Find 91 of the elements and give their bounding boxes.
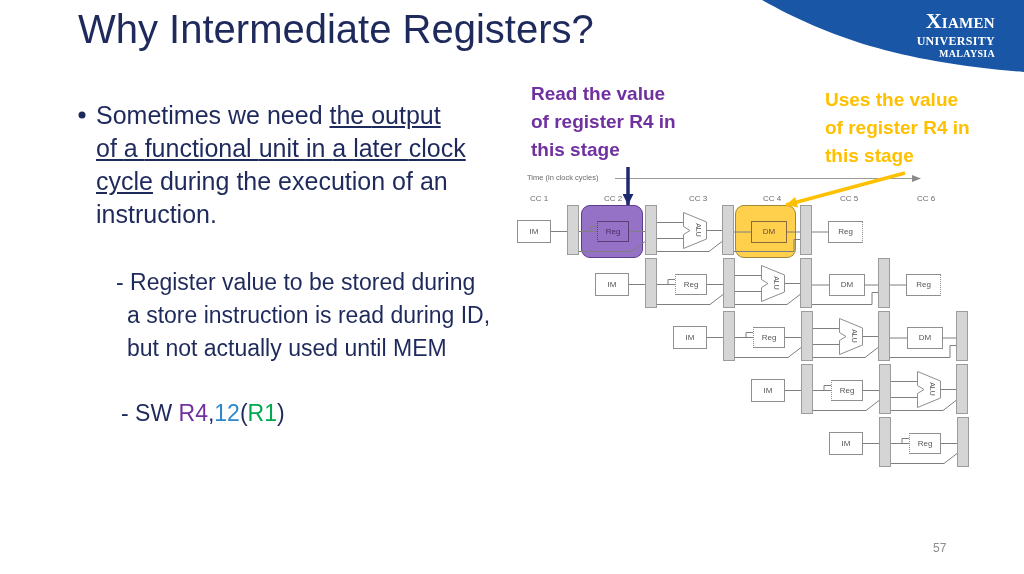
wire (864, 284, 879, 286)
code-text: - SW R4,12(R1) (121, 399, 285, 428)
pipeline-register-bar (878, 311, 890, 361)
register-file-box: Reg (906, 274, 941, 296)
memory-box: IM (673, 326, 707, 349)
register-file-box: Reg (909, 433, 941, 454)
register-file-box: Reg (753, 327, 785, 348)
pipeline-register-bar (801, 311, 813, 361)
pipeline-register-bar (956, 311, 968, 361)
pipeline-register-bar (722, 205, 734, 255)
bullet-text: Sometimes we need the output of a functional unit in a later clock cycle during the execution of an instruction. (96, 100, 466, 230)
callout-text: Uses the value of register R4 in this stage (825, 86, 970, 170)
pipeline-register-bar (800, 258, 812, 308)
highlight-box (735, 205, 796, 258)
clock-cycle-label: CC 4 (762, 194, 782, 204)
wire (890, 400, 957, 411)
wire (940, 389, 957, 390)
pipeline-register-bar (645, 258, 657, 308)
slide-title: Why Intermediate Registers? (78, 6, 594, 53)
page-number: 57 (933, 541, 947, 556)
wire (706, 284, 724, 285)
pipeline-register-bar (567, 205, 579, 255)
register-file-box: Reg (831, 380, 863, 401)
pipeline-register-bar (723, 311, 735, 361)
wire (550, 231, 568, 232)
wire (940, 443, 958, 444)
wire (706, 230, 723, 231)
memory-box: DM (829, 274, 865, 296)
memory-box: IM (751, 379, 785, 402)
wire (656, 222, 684, 239)
wire (578, 241, 646, 252)
pipeline-register-bar (878, 258, 890, 308)
wire (656, 241, 723, 252)
wire (889, 284, 907, 286)
pipeline-register-bar (879, 364, 891, 414)
memory-box: IM (829, 432, 863, 455)
memory-box: IM (517, 220, 551, 243)
wire (811, 231, 829, 233)
highlight-box (581, 205, 643, 258)
wire (578, 226, 598, 232)
wire (862, 390, 880, 391)
wire (862, 336, 879, 337)
wire (784, 337, 802, 338)
pipeline-register-bar (723, 258, 735, 308)
clock-cycle-label: CC 1 (529, 194, 549, 204)
pipeline-register-bar (800, 205, 812, 255)
wire (786, 231, 801, 233)
wire (734, 275, 762, 292)
callout-text: Read the value of register R4 in this stage (531, 80, 676, 164)
wire (890, 453, 958, 464)
wire (628, 284, 646, 285)
wire (889, 345, 957, 358)
arrow (785, 171, 906, 208)
wire (706, 337, 724, 338)
arrow (622, 167, 634, 205)
wire (812, 385, 832, 391)
memory-box: IM (595, 273, 629, 296)
wire (734, 332, 754, 338)
wire (812, 347, 879, 358)
memory-box: DM (751, 221, 787, 243)
register-file-box: Reg (675, 274, 707, 295)
pipeline-register-bar (879, 417, 891, 467)
wire (734, 294, 801, 305)
university-name: XIAMEN UNIVERSITY MALAYSIA (916, 10, 995, 60)
clock-cycle-label: CC 3 (688, 194, 708, 204)
register-file-box: Reg (828, 221, 863, 243)
wire (784, 283, 801, 284)
pipeline-register-bar (645, 205, 657, 255)
wire (889, 337, 908, 339)
wire (628, 231, 646, 232)
clock-cycle-label: CC 2 (603, 194, 623, 204)
wire (812, 400, 880, 411)
clock-cycle-label: CC 6 (916, 194, 936, 204)
pipeline-register-bar (956, 364, 968, 414)
wire (862, 443, 880, 444)
wire (890, 438, 910, 444)
clock-cycle-label: CC 5 (839, 194, 859, 204)
wire (890, 381, 918, 398)
register-file-box: Reg (597, 221, 629, 242)
pipeline-register-bar (957, 417, 969, 467)
wire (734, 347, 802, 358)
memory-box: DM (907, 327, 943, 349)
wire (811, 284, 830, 286)
sub-point-text: - Register value to be stored during a store instruction is read during ID, but not actually used until MEM (116, 268, 491, 363)
wire (812, 328, 840, 345)
wire (811, 292, 879, 305)
wire (656, 294, 724, 305)
wire (942, 337, 957, 339)
pipeline-register-bar (801, 364, 813, 414)
wire (784, 390, 802, 391)
wire (656, 279, 676, 285)
